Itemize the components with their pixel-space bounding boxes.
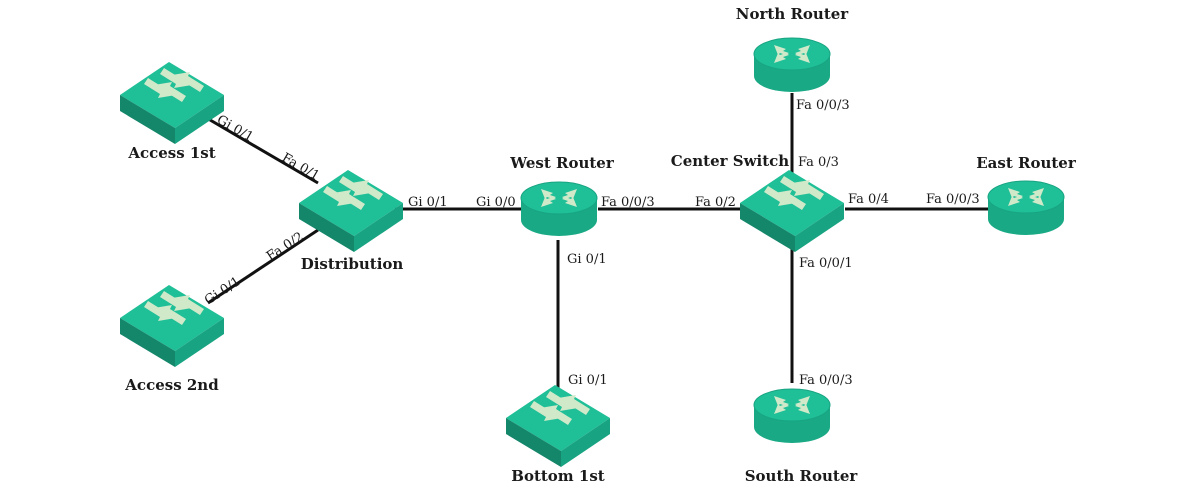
port-north-fa003: Fa 0/0/3 [796,98,850,113]
port-center-fa04: Fa 0/4 [848,192,889,207]
label-east-router: East Router [976,154,1077,172]
west-router-icon[interactable] [520,181,598,237]
port-bottom-gi01: Gi 0/1 [568,373,608,388]
port-west-gi00: Gi 0/0 [476,195,516,210]
label-access-1st: Access 1st [127,144,215,162]
port-west-fa003: Fa 0/0/3 [601,195,655,210]
north-router-icon[interactable] [753,37,831,93]
link-access1-distribution [204,115,319,185]
label-north-router: North Router [736,5,850,23]
port-center-fa001: Fa 0/0/1 [799,256,853,271]
port-center-fa03: Fa 0/3 [798,155,839,170]
east-router-icon[interactable] [987,180,1065,236]
port-distribution-fa01: Fa 0/1 [279,150,322,183]
port-access2-gi01: Gi 0/1 [202,274,243,308]
links [204,93,988,392]
access-1st-switch-icon[interactable] [120,62,224,144]
port-access1-gi01: Gi 0/1 [214,112,256,145]
south-router-icon[interactable] [753,388,831,444]
label-south-router: South Router [745,467,859,485]
label-bottom-1st: Bottom 1st [511,467,605,485]
port-distribution-gi01: Gi 0/1 [408,195,448,210]
port-west-gi01: Gi 0/1 [567,252,607,267]
label-center-switch: Center Switch [671,152,789,170]
port-center-fa02: Fa 0/2 [695,195,736,210]
link-access2-distribution [207,228,319,305]
label-west-router: West Router [509,154,615,172]
port-east-fa003: Fa 0/0/3 [926,192,980,207]
device-labels: Access 1st Access 2nd Distribution West … [124,5,1077,485]
label-access-2nd: Access 2nd [124,376,219,394]
label-distribution: Distribution [301,255,404,273]
bottom-1st-switch-icon[interactable] [506,385,610,467]
port-south-fa003: Fa 0/0/3 [799,373,853,388]
center-switch-icon[interactable] [740,170,844,252]
port-labels: Gi 0/1 Fa 0/1 Gi 0/1 Fa 0/2 Gi 0/1 Gi 0/… [202,98,980,388]
